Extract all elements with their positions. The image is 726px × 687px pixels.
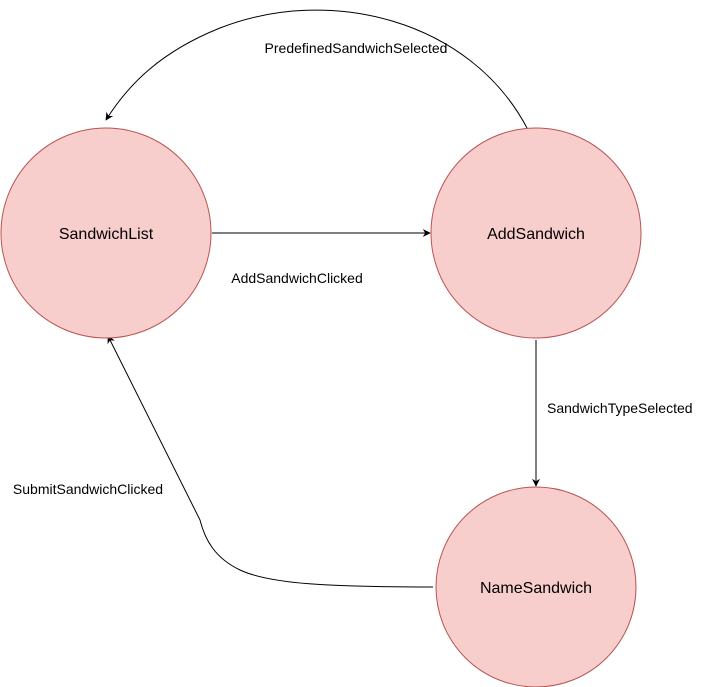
node-circle: [435, 486, 637, 687]
edge-submit-sandwich-clicked: SubmitSandwichClicked: [13, 335, 434, 588]
edge-predefined-sandwich-selected: PredefinedSandwichSelected: [105, 9, 528, 129]
node-circle: [0, 127, 212, 339]
edge-label-add-sandwich-clicked: AddSandwichClicked: [231, 270, 363, 286]
node-name-sandwich: NameSandwich: [435, 486, 637, 687]
node-add-sandwich: AddSandwich: [430, 127, 642, 339]
edge-sandwich-type-selected: SandwichTypeSelected: [532, 340, 693, 487]
edge-label-predefined-sandwich-selected: PredefinedSandwichSelected: [265, 40, 448, 56]
edge-label-sandwich-type-selected: SandwichTypeSelected: [547, 400, 693, 416]
edge-label-submit-sandwich-clicked: SubmitSandwichClicked: [13, 481, 163, 497]
node-label-sandwich-list: SandwichList: [59, 226, 154, 243]
edge-line: [107, 335, 434, 588]
node-label-add-sandwich: AddSandwich: [487, 226, 585, 243]
node-sandwich-list: SandwichList: [0, 127, 212, 339]
node-circle: [430, 127, 642, 339]
node-label-name-sandwich: NameSandwich: [480, 580, 592, 597]
edge-add-sandwich-clicked: AddSandwichClicked: [212, 229, 431, 286]
edge-line: [105, 9, 528, 129]
